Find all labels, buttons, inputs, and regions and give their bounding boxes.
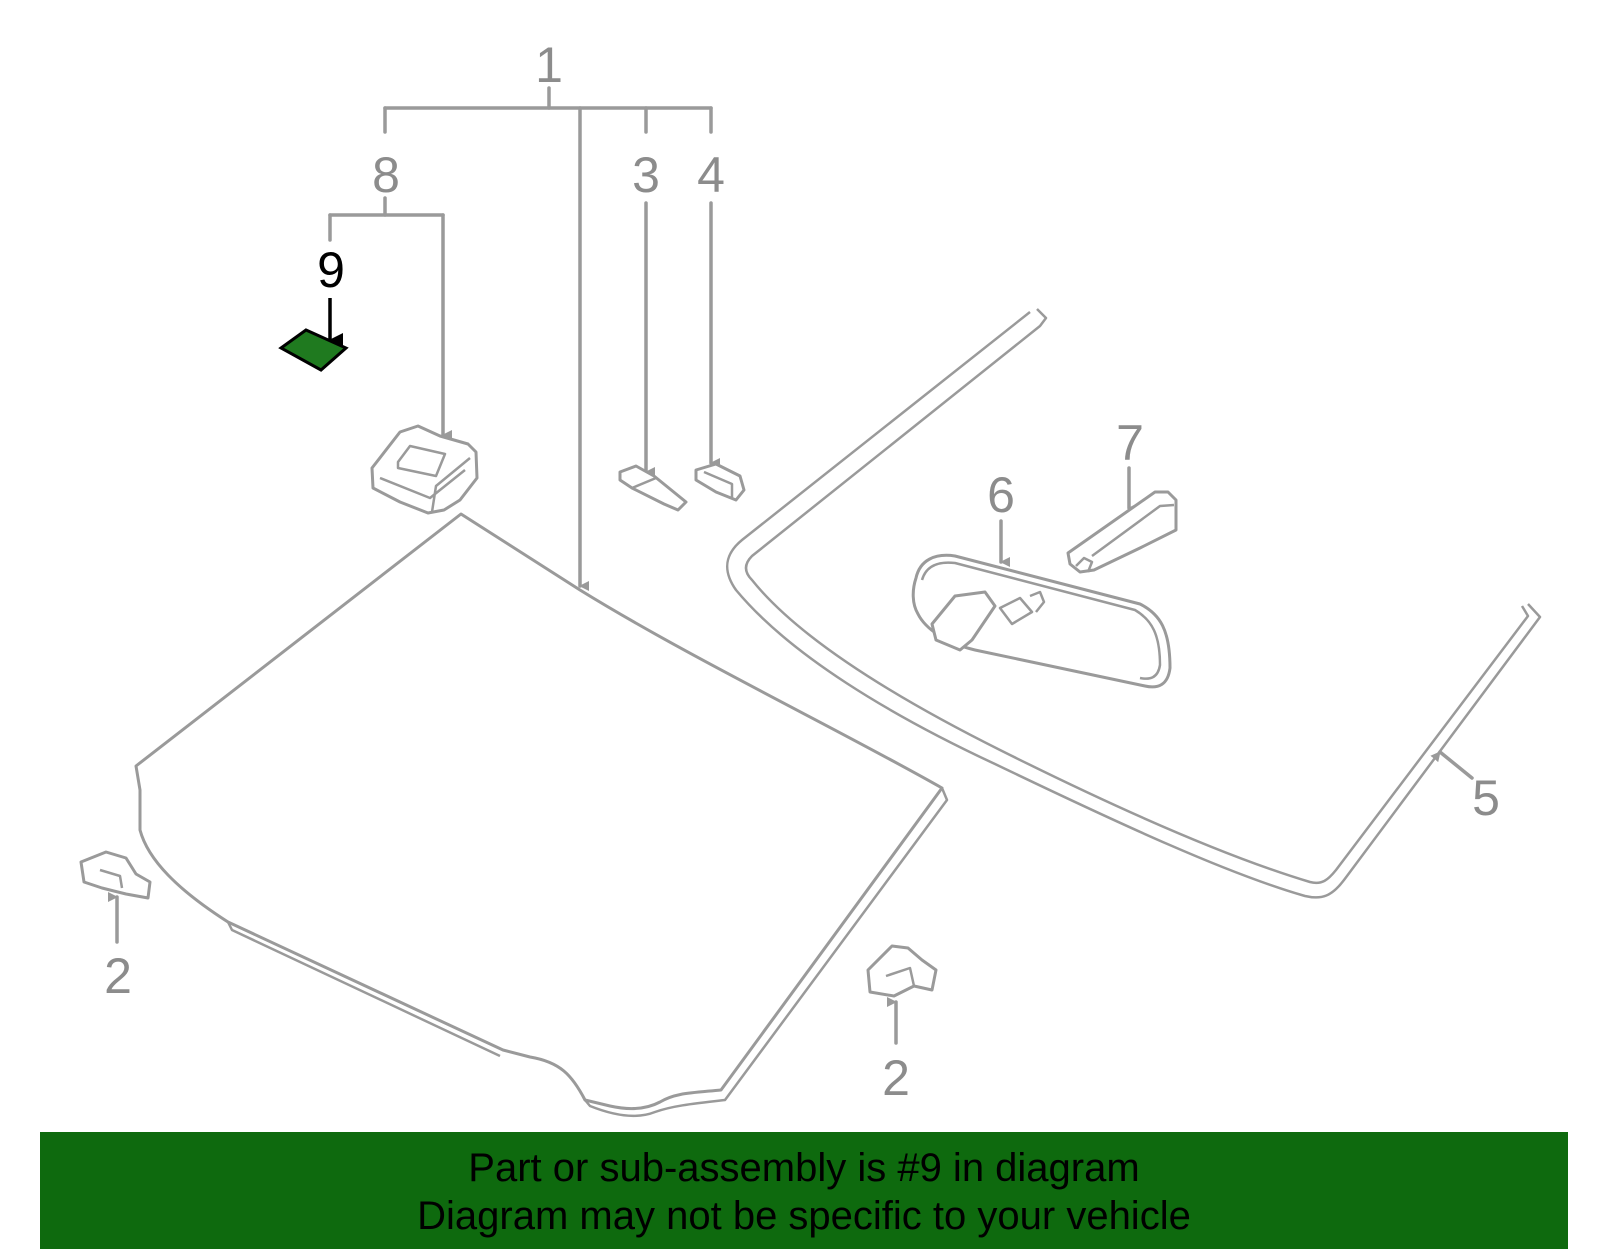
part-6-rear-view-mirror[interactable] <box>911 553 1172 689</box>
part-7-cover[interactable] <box>1066 490 1178 574</box>
callout-5: 5 <box>1472 770 1500 826</box>
leader-lines <box>108 86 1474 1045</box>
callout-2-right: 2 <box>882 1050 910 1106</box>
part-3-clip[interactable] <box>618 464 688 512</box>
callout-1: 1 <box>535 37 563 93</box>
callout-6: 6 <box>987 467 1015 523</box>
part-9-pad[interactable] <box>278 328 349 372</box>
callout-2-left: 2 <box>104 948 132 1004</box>
callout-7: 7 <box>1116 415 1144 471</box>
banner-line-2: Diagram may not be specific to your vehi… <box>417 1194 1191 1238</box>
part-1-windshield-glass[interactable] <box>134 512 949 1118</box>
callout-4: 4 <box>697 147 725 203</box>
part-2-bracket-right[interactable] <box>866 944 938 998</box>
part-2-bracket-left[interactable] <box>79 850 152 900</box>
part-8-lamp-housing[interactable] <box>370 424 479 515</box>
part-5-molding[interactable] <box>726 308 1542 899</box>
part-4-clip[interactable] <box>694 462 746 502</box>
callout-8: 8 <box>372 147 400 203</box>
callout-9: 9 <box>317 242 345 298</box>
info-banner: Part or sub-assembly is #9 in diagram Di… <box>40 1132 1568 1249</box>
banner-line-1: Part or sub-assembly is #9 in diagram <box>468 1146 1140 1190</box>
callout-numbers: 1 8 3 4 9 6 7 5 2 2 <box>104 37 1500 1106</box>
callout-3: 3 <box>632 147 660 203</box>
